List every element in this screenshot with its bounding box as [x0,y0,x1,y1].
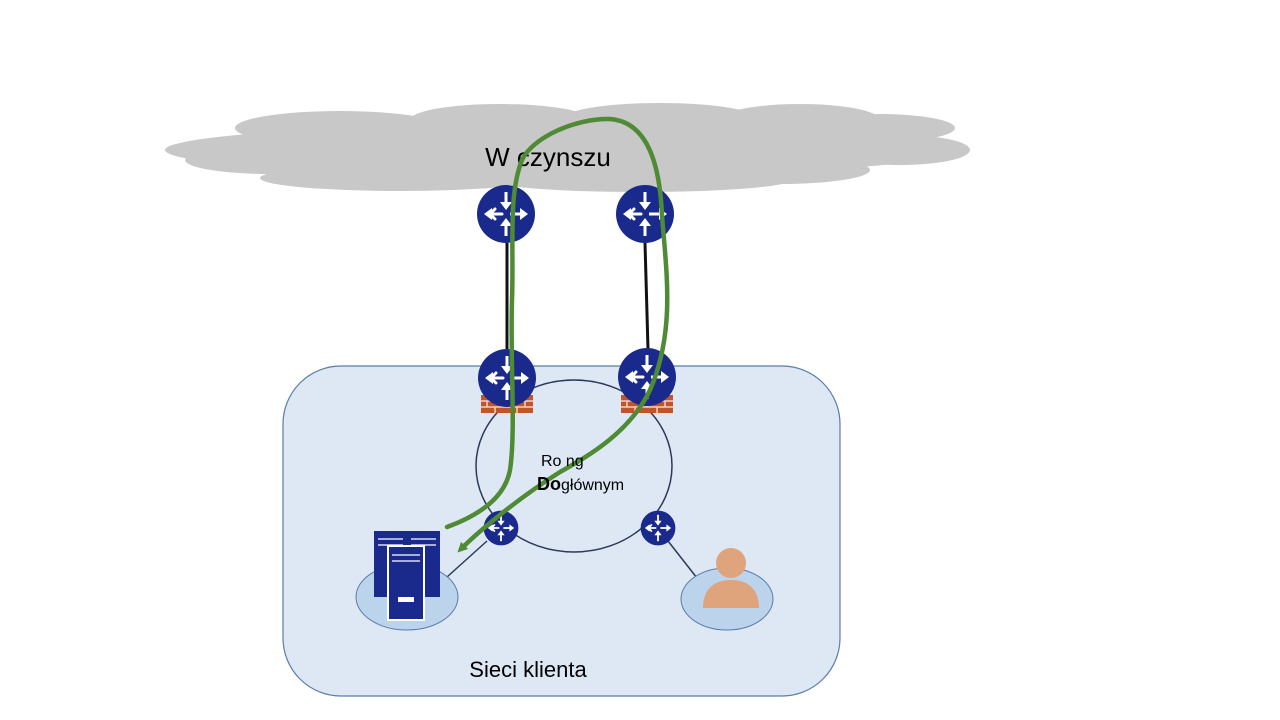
core-ring [475,379,673,553]
cloud-icon [165,103,970,192]
ring-label-line1: Ro ng [541,453,584,470]
customer-network-area [282,365,841,697]
ring-label-rest: głównym [561,477,624,494]
ring-label-line2: Dogłównym [537,474,624,494]
link-server [446,540,488,578]
router-icon [476,347,538,409]
link-right-provider-edge [643,242,650,350]
router-icon [639,509,677,547]
traffic-path [444,116,670,553]
link-user [667,540,698,579]
cloud-label: W czynszu [485,142,611,172]
person-icon [703,548,759,608]
server-icon [374,531,440,621]
network-label: Sieci klienta [469,657,587,682]
router-icon [475,183,537,245]
ring-label-bold: Do [537,474,561,494]
